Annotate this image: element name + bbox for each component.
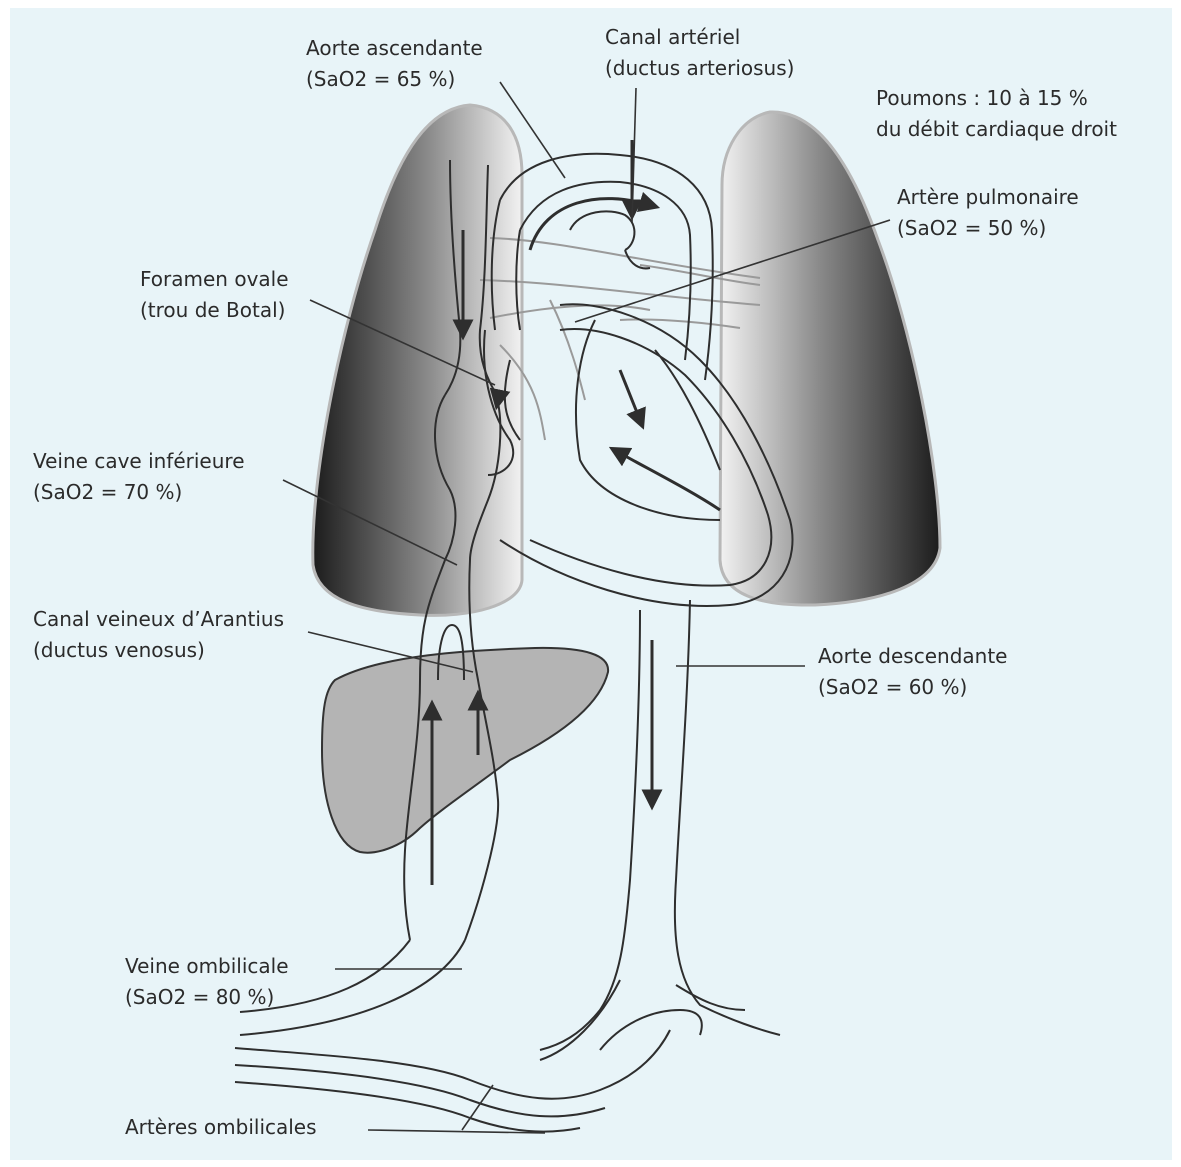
label-name: Aorte ascendante xyxy=(306,33,483,64)
label-value: (SaO2 = 80 %) xyxy=(125,982,289,1013)
label-value: (trou de Botal) xyxy=(140,295,289,326)
label-value: (SaO2 = 50 %) xyxy=(897,213,1079,244)
label-veine-cave-inferieure: Veine cave inférieure (SaO2 = 70 %) xyxy=(33,446,245,508)
label-canal-veineux: Canal veineux d’Arantius (ductus venosus… xyxy=(33,604,284,666)
label-name: Canal artériel xyxy=(605,22,794,53)
label-value: (SaO2 = 60 %) xyxy=(818,672,1007,703)
label-name: Poumons : 10 à 15 % xyxy=(876,83,1117,114)
label-name: Veine ombilicale xyxy=(125,951,289,982)
label-arteres-ombilicales: Artères ombilicales xyxy=(125,1112,317,1143)
label-value: (SaO2 = 65 %) xyxy=(306,64,483,95)
label-name: Artères ombilicales xyxy=(125,1112,317,1143)
label-aorte-ascendante: Aorte ascendante (SaO2 = 65 %) xyxy=(306,33,483,95)
label-name: Aorte descendante xyxy=(818,641,1007,672)
label-name: Foramen ovale xyxy=(140,264,289,295)
label-artere-pulmonaire: Artère pulmonaire (SaO2 = 50 %) xyxy=(897,182,1079,244)
label-value: du débit cardiaque droit xyxy=(876,114,1117,145)
left-lung xyxy=(313,105,522,615)
label-value: (ductus venosus) xyxy=(33,635,284,666)
liver xyxy=(322,648,608,853)
label-aorte-descendante: Aorte descendante (SaO2 = 60 %) xyxy=(818,641,1007,703)
label-name: Canal veineux d’Arantius xyxy=(33,604,284,635)
label-name: Veine cave inférieure xyxy=(33,446,245,477)
label-foramen-ovale: Foramen ovale (trou de Botal) xyxy=(140,264,289,326)
label-veine-ombilicale: Veine ombilicale (SaO2 = 80 %) xyxy=(125,951,289,1013)
label-value: (ductus arteriosus) xyxy=(605,53,794,84)
label-poumons: Poumons : 10 à 15 % du débit cardiaque d… xyxy=(876,83,1117,145)
label-canal-arteriel: Canal artériel (ductus arteriosus) xyxy=(605,22,794,84)
label-value: (SaO2 = 70 %) xyxy=(33,477,245,508)
label-name: Artère pulmonaire xyxy=(897,182,1079,213)
